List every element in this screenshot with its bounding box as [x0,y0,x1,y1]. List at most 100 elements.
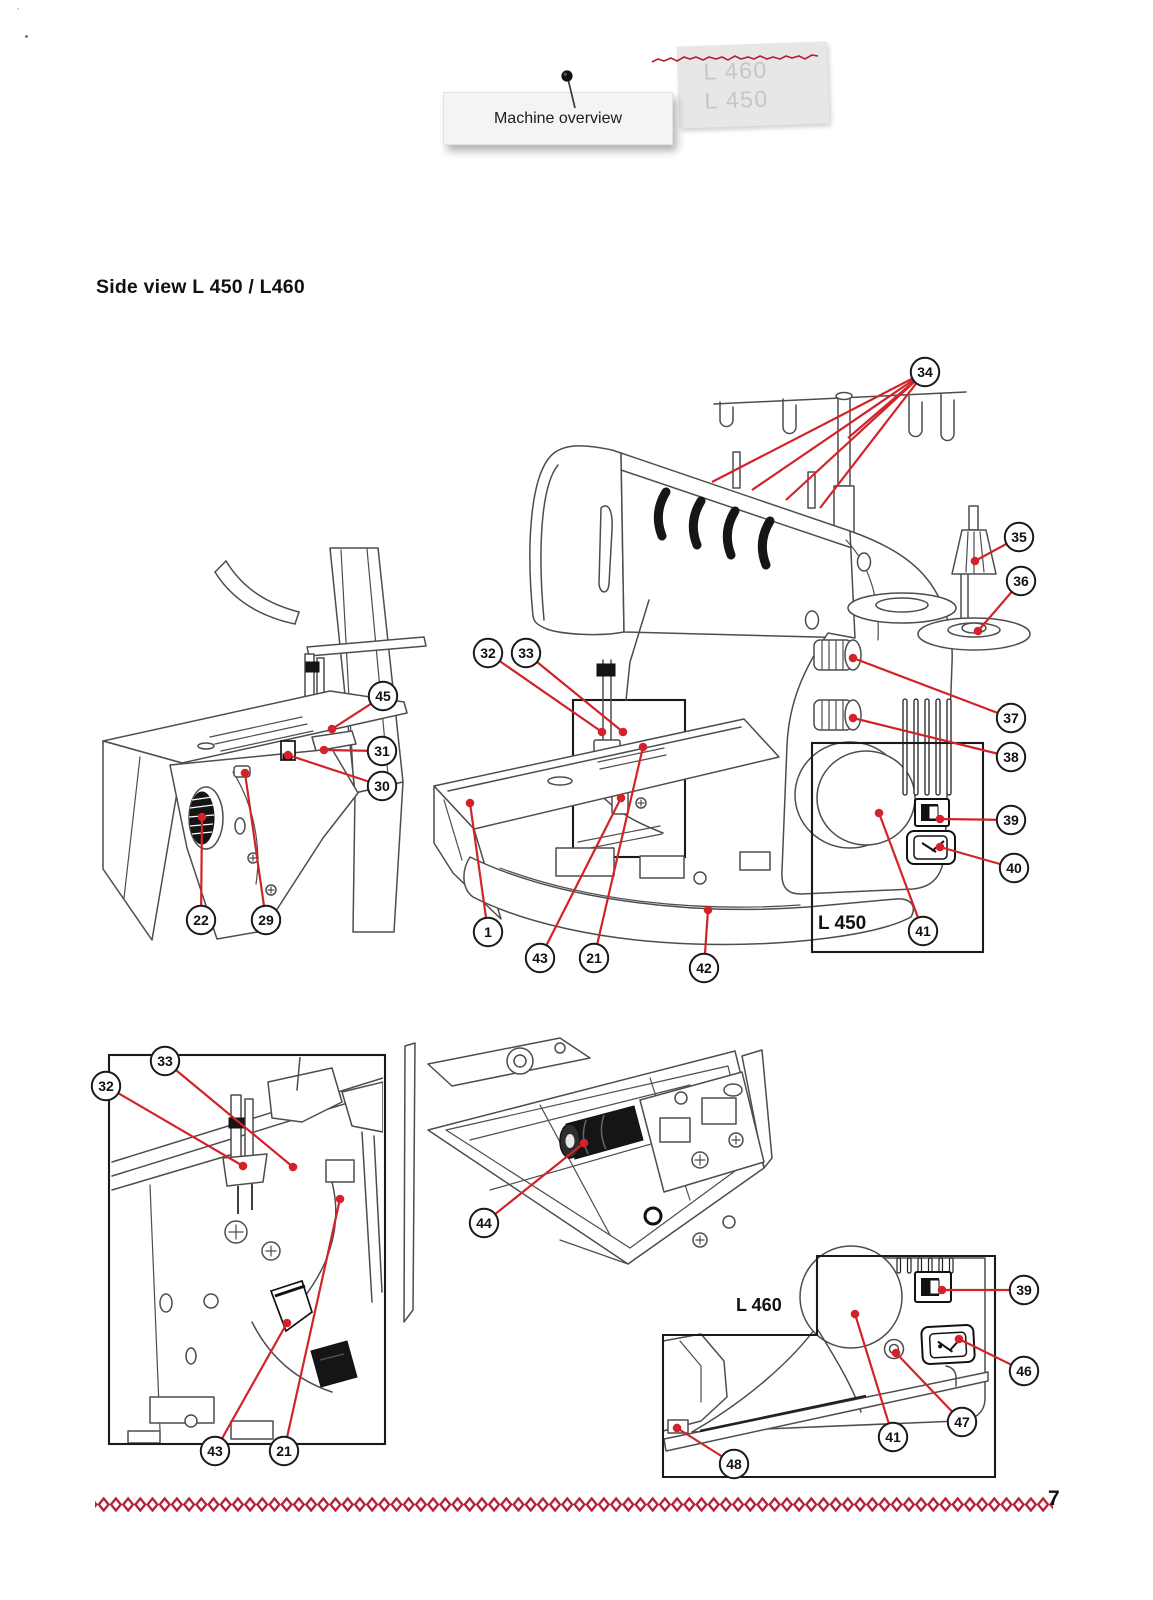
leader-dot [579,1138,589,1148]
svg-text:36: 36 [1013,573,1029,589]
leader-dot [319,745,329,755]
l460-label: L 460 [736,1295,782,1315]
svg-text:29: 29 [258,912,274,928]
leader-line [819,371,926,509]
svg-text:44: 44 [476,1215,492,1231]
page-number: 7 [1048,1487,1060,1510]
svg-text:39: 39 [1016,1282,1032,1298]
svg-text:22: 22 [193,912,209,928]
svg-text:33: 33 [157,1053,173,1069]
leader-dot [891,1348,901,1358]
leader-dot [973,626,983,636]
leader-line [525,652,624,733]
leader-line [852,656,1012,720]
callout-47: 47 [891,1348,978,1438]
callout-30: 30 [283,750,398,802]
svg-text:1: 1 [484,924,492,940]
callout-32: 32 [90,1070,248,1171]
svg-text:43: 43 [532,950,548,966]
callout-21: 21 [578,742,648,974]
callout-40: 40 [935,842,1030,884]
leader-dot [937,1285,947,1295]
svg-text:21: 21 [586,950,602,966]
leader-line [751,371,926,491]
leader-dot [597,727,607,737]
leader-line [243,772,268,921]
callout-22: 22 [185,812,217,936]
leader-dot [238,1161,248,1171]
page-heading: Side view L 450 / L460 [96,276,305,298]
leader-line [852,716,1012,759]
callout-42: 42 [688,905,720,984]
leader-line [539,797,622,959]
bottom-left-figure [107,1053,387,1446]
leader-dot [970,556,980,566]
l450-label: L 450 [818,913,867,934]
leader-dot [282,1318,292,1328]
svg-text:39: 39 [1003,812,1019,828]
svg-text:31: 31 [374,743,390,759]
svg-text:35: 35 [1011,529,1027,545]
callout-32: 32 [472,637,607,737]
leader-dot [288,1162,298,1172]
svg-text:33: 33 [518,645,534,661]
callout-35: 35 [970,521,1035,566]
leader-dot [327,724,337,734]
leader-dot [935,842,945,852]
callout-21: 21 [268,1194,345,1467]
svg-text:34: 34 [917,364,933,380]
svg-text:41: 41 [885,1429,901,1445]
leader-dot [672,1423,682,1433]
callout-1: 1 [465,798,504,948]
callout-41: 41 [850,1309,909,1453]
callout-48: 48 [672,1423,750,1480]
tab-label: Machine overview [493,109,623,127]
l450-box [810,741,985,954]
leader-dot [848,713,858,723]
stitch-line [651,54,819,63]
svg-text:42: 42 [696,960,712,976]
leader-dot [283,750,293,760]
callout-46: 46 [954,1334,1040,1387]
leader-dot [850,1309,860,1319]
power-socket [906,830,956,865]
leader-line [105,1085,244,1167]
leader-line [487,652,603,733]
leader-dot [618,727,628,737]
main-figure-illustration [433,391,1031,954]
leader-dot [335,1194,345,1204]
svg-text:46: 46 [1016,1363,1032,1379]
detail-frame [107,1053,387,1446]
leader-dot [197,812,207,822]
svg-text:32: 32 [98,1078,114,1094]
leader-dot [638,742,648,752]
svg-text:48: 48 [726,1456,742,1472]
leader-line [199,816,204,921]
callout-31: 31 [319,735,398,767]
power-switch [914,798,950,827]
leader-dot [465,798,475,808]
callout-37: 37 [848,653,1027,734]
print-artifact-dot [25,35,28,38]
svg-text:32: 32 [480,645,496,661]
callout-45: 45 [327,680,399,734]
power-socket-l460 [920,1324,976,1365]
svg-text:21: 21 [276,1443,292,1459]
svg-text:30: 30 [374,778,390,794]
bottom-right-figure [661,1245,997,1479]
bottom-middle-figure [403,1037,773,1323]
callout-34: 34 [711,356,941,509]
leader-dot [935,814,945,824]
leader-dot [954,1334,964,1344]
leader-line [287,753,383,788]
leader-dot [240,768,250,778]
callout-38: 38 [848,713,1027,773]
callout-29: 29 [240,768,282,936]
print-artifact-dot [17,8,19,10]
left-figure-illustration [102,547,427,941]
callout-36: 36 [973,565,1037,636]
svg-text:47: 47 [954,1414,970,1430]
callout-33: 33 [510,637,628,737]
